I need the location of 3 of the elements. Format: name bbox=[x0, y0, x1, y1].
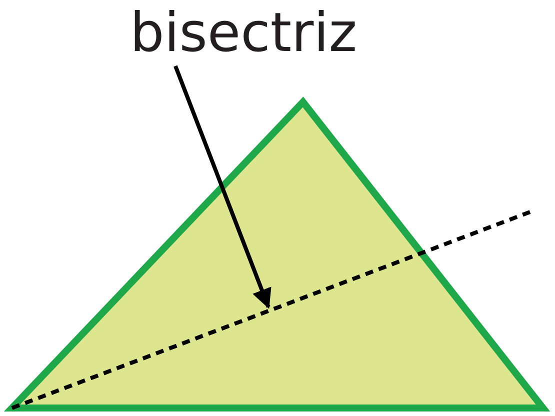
leader-arrow bbox=[174, 65, 272, 309]
bisector-line bbox=[11, 210, 531, 410]
callout-label: bisectriz bbox=[130, 2, 358, 64]
